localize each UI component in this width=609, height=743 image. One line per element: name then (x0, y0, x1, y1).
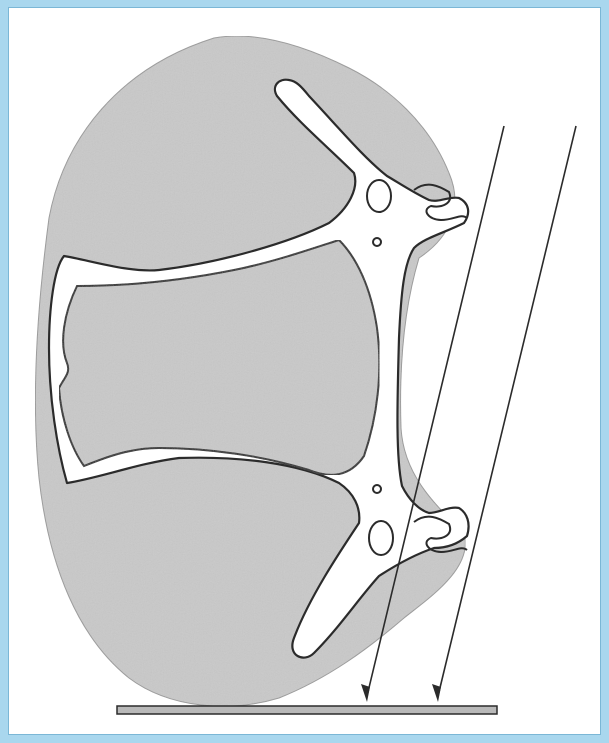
arrow-icon (361, 684, 370, 702)
beam-arrowheads (361, 684, 441, 702)
diagram-panel (8, 7, 601, 735)
vertebra-cross-section-diagram (9, 8, 601, 735)
detector-plate (117, 706, 497, 714)
arrow-icon (432, 684, 441, 702)
